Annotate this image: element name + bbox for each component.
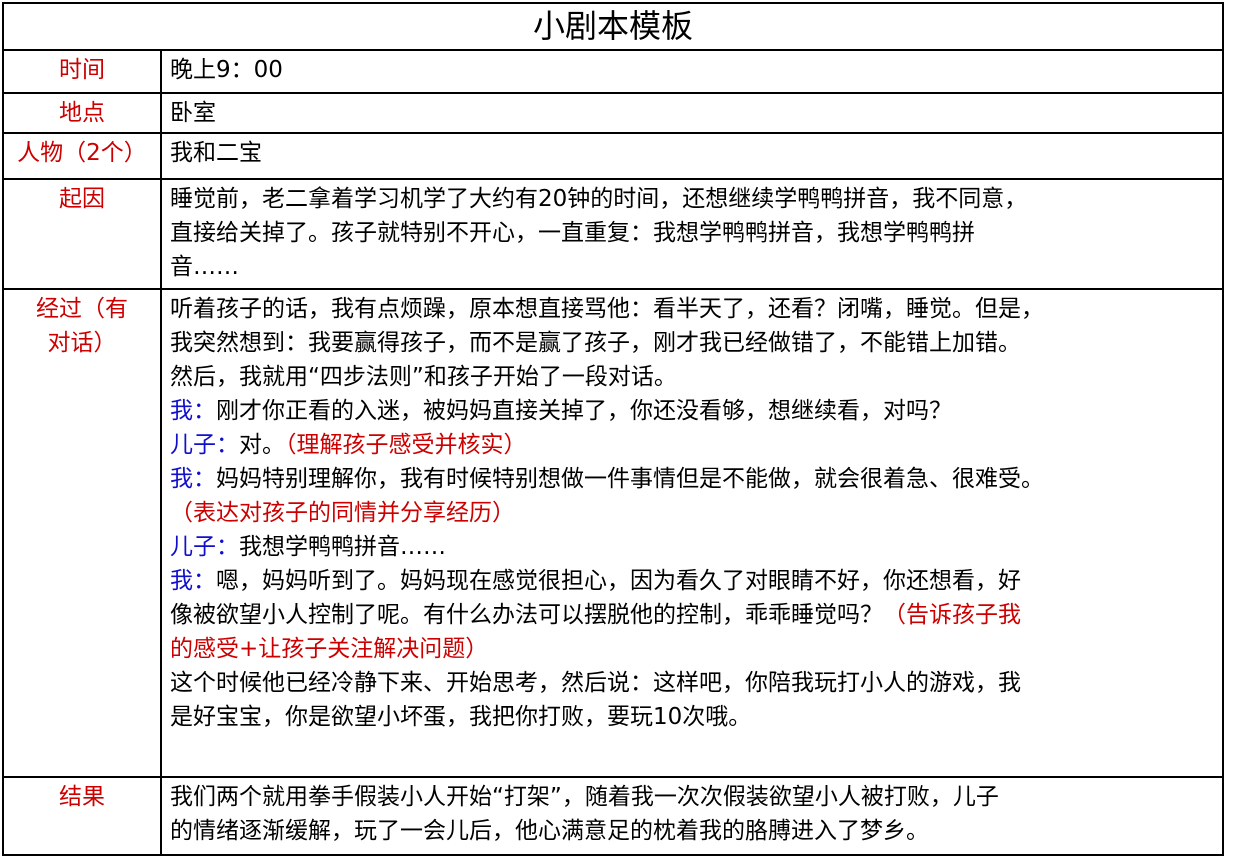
- label-place: 地点: [4, 94, 162, 132]
- label-cause: 起因: [4, 180, 162, 288]
- text-line: 晚上9：00: [170, 53, 1216, 87]
- row-cause: 起因 睡觉前，老二拿着学习机学了大约有20钟的时间，还想继续学鸭鸭拼音，我不同意…: [4, 180, 1222, 290]
- body-text: 像被欲望小人控制了呢。有什么办法可以摆脱他的控制，乖乖睡觉吗？: [170, 602, 883, 628]
- content-characters: 我和二宝: [170, 136, 1216, 170]
- row-place: 地点 卧室: [4, 94, 1222, 134]
- body-text: 的情绪逐渐缓解，玩了一会儿后，他心满意足的枕着我的胳膊进入了梦乡。: [170, 818, 929, 844]
- text-line: 然后，我就用“四步法则”和孩子开始了一段对话。: [170, 360, 1216, 394]
- body-text: 卧室: [170, 100, 216, 126]
- text-line: 我：嗯，妈妈听到了。妈妈现在感觉很担心，因为看久了对眼睛不好，你还想看，好: [170, 564, 1216, 598]
- label-characters: 人物（2个）: [4, 134, 162, 178]
- content-cause: 睡觉前，老二拿着学习机学了大约有20钟的时间，还想继续学鸭鸭拼音，我不同意， 直接…: [170, 182, 1216, 284]
- body-text: 睡觉前，老二拿着学习机学了大约有20钟的时间，还想继续学鸭鸭拼音，我不同意，: [170, 186, 1028, 212]
- text-line: 音……: [170, 250, 1216, 284]
- text-line: 儿子：对。（理解孩子感受并核实）: [170, 428, 1216, 462]
- text-line: 我：妈妈特别理解你，我有时候特别想做一件事情但是不能做，就会很着急、很难受。: [170, 462, 1216, 496]
- text-line: 我：刚才你正看的入迷，被妈妈直接关掉了，你还没看够，想继续看，对吗？: [170, 394, 1216, 428]
- content-result: 我们两个就用拳手假装小人开始“打架”，随着我一次次假装欲望小人被打败，儿子的情绪…: [170, 780, 1216, 848]
- body-text: 这个时候他已经冷静下来、开始思考，然后说：这样吧，你陪我玩打小人的游戏，我: [170, 670, 1021, 696]
- label-result: 结果: [4, 778, 162, 854]
- text-line: 睡觉前，老二拿着学习机学了大约有20钟的时间，还想继续学鸭鸭拼音，我不同意，: [170, 182, 1216, 216]
- annotation-text: （告诉孩子我: [883, 602, 1021, 628]
- speaker-label: 儿子：: [170, 534, 239, 560]
- text-line: 的情绪逐渐缓解，玩了一会儿后，他心满意足的枕着我的胳膊进入了梦乡。: [170, 814, 1216, 848]
- row-result: 结果 我们两个就用拳手假装小人开始“打架”，随着我一次次假装欲望小人被打败，儿子…: [4, 778, 1222, 854]
- annotation-text: 的感受+让孩子关注解决问题）: [170, 636, 489, 662]
- text-line: 是好宝宝，你是欲望小坏蛋，我把你打败，要玩10次哦。: [170, 700, 1216, 734]
- text-line: 儿子：我想学鸭鸭拼音……: [170, 530, 1216, 564]
- text-line: 卧室: [170, 96, 1216, 130]
- text-line: 直接给关掉了。孩子就特别不开心，一直重复：我想学鸭鸭拼音，我想学鸭鸭拼: [170, 216, 1216, 250]
- body-text: 我突然想到：我要赢得孩子，而不是赢了孩子，刚才我已经做错了，不能错上加错。: [170, 330, 1021, 356]
- speaker-label: 儿子：: [170, 432, 239, 458]
- body-text: 晚上9：00: [170, 57, 283, 83]
- table-title: 小剧本模板: [4, 4, 1222, 51]
- speaker-label: 我：: [170, 568, 216, 594]
- annotation-text: （表达对孩子的同情并分享经历）: [170, 500, 515, 526]
- text-line: 我突然想到：我要赢得孩子，而不是赢了孩子，刚才我已经做错了，不能错上加错。: [170, 326, 1216, 360]
- text-line: 像被欲望小人控制了呢。有什么办法可以摆脱他的控制，乖乖睡觉吗？（告诉孩子我: [170, 598, 1216, 632]
- body-text: 直接给关掉了。孩子就特别不开心，一直重复：我想学鸭鸭拼音，我想学鸭鸭拼: [170, 220, 975, 246]
- body-text: 我想学鸭鸭拼音……: [239, 534, 446, 560]
- text-line: 这个时候他已经冷静下来、开始思考，然后说：这样吧，你陪我玩打小人的游戏，我: [170, 666, 1216, 700]
- body-text: 刚才你正看的入迷，被妈妈直接关掉了，你还没看够，想继续看，对吗？: [216, 398, 952, 424]
- speaker-label: 我：: [170, 398, 216, 424]
- content-process: 听着孩子的话，我有点烦躁，原本想直接骂他：看半天了，还看？闭嘴，睡觉。但是， 我突…: [170, 292, 1216, 734]
- text-line: 我们两个就用拳手假装小人开始“打架”，随着我一次次假装欲望小人被打败，儿子: [170, 780, 1216, 814]
- body-text: 妈妈特别理解你，我有时候特别想做一件事情但是不能做，就会很着急、很难受。: [216, 466, 1044, 492]
- row-process: 经过（有 对话） 听着孩子的话，我有点烦躁，原本想直接骂他：看半天了，还看？闭嘴…: [4, 290, 1222, 778]
- label-process: 经过（有 对话）: [4, 290, 162, 776]
- body-text: 听着孩子的话，我有点烦躁，原本想直接骂他：看半天了，还看？闭嘴，睡觉。但是，: [170, 296, 1044, 322]
- row-characters: 人物（2个） 我和二宝: [4, 134, 1222, 180]
- body-text: 我们两个就用拳手假装小人开始“打架”，随着我一次次假装欲望小人被打败，儿子: [170, 784, 999, 810]
- content-place: 卧室: [170, 96, 1216, 130]
- body-text: 对。: [239, 432, 285, 458]
- speaker-label: 我：: [170, 466, 216, 492]
- row-time: 时间 晚上9：00: [4, 51, 1222, 94]
- body-text: 嗯，妈妈听到了。妈妈现在感觉很担心，因为看久了对眼睛不好，你还想看，好: [216, 568, 1021, 594]
- body-text: 我和二宝: [170, 140, 262, 166]
- body-text: 然后，我就用“四步法则”和孩子开始了一段对话。: [170, 364, 677, 390]
- content-time: 晚上9：00: [170, 53, 1216, 87]
- text-line: 我和二宝: [170, 136, 1216, 170]
- text-line: 听着孩子的话，我有点烦躁，原本想直接骂他：看半天了，还看？闭嘴，睡觉。但是，: [170, 292, 1216, 326]
- text-line: 的感受+让孩子关注解决问题）: [170, 632, 1216, 666]
- text-line: （表达对孩子的同情并分享经历）: [170, 496, 1216, 530]
- annotation-text: （理解孩子感受并核实）: [285, 432, 527, 458]
- body-text: 是好宝宝，你是欲望小坏蛋，我把你打败，要玩10次哦。: [170, 704, 752, 730]
- body-text: 音……: [170, 254, 239, 280]
- label-time: 时间: [4, 51, 162, 92]
